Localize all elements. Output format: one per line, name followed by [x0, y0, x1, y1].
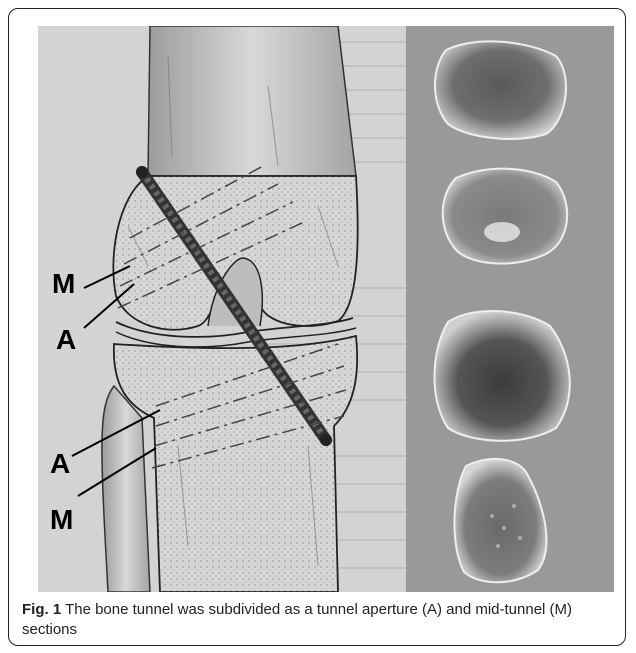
mid-tunnel-label-tibial: M	[50, 506, 73, 534]
aperture-label-femoral: A	[56, 326, 76, 354]
bone-section-photos	[406, 26, 614, 592]
knee-illustration	[38, 26, 406, 592]
figure-image: M A A M	[38, 26, 614, 592]
bone-section-2	[443, 169, 567, 264]
figure-caption: Fig. 1 The bone tunnel was subdivided as…	[22, 600, 612, 640]
bone-section-3	[435, 311, 570, 441]
mid-tunnel-label-femoral: M	[52, 270, 75, 298]
caption-text: The bone tunnel was subdivided as a tunn…	[22, 601, 572, 638]
figure-label: Fig. 1	[22, 601, 61, 618]
bone-section-1	[435, 41, 566, 139]
aperture-label-tibial: A	[50, 450, 70, 478]
